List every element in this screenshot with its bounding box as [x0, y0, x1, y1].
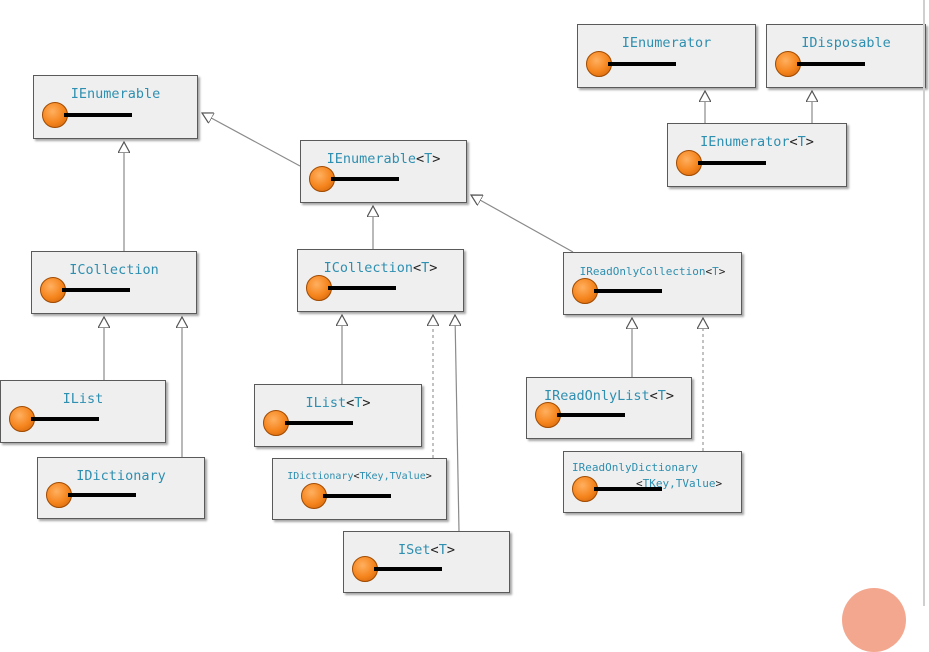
edge-ienumerable-t-to-ienumerable: [202, 113, 301, 167]
member-line: [285, 421, 353, 425]
node-title: IList<T>: [305, 395, 371, 411]
member-row: [263, 410, 363, 436]
member-line: [323, 494, 391, 498]
node-title: IEnumerator: [621, 35, 712, 51]
member-icon: [775, 51, 801, 77]
member-icon: [572, 476, 598, 502]
member-line: [557, 413, 625, 417]
member-line: [374, 567, 442, 571]
node-title: IDictionary<TKey,TValue>: [287, 471, 432, 482]
node-ilist-t[interactable]: IList<T>: [254, 384, 422, 447]
member-line: [62, 288, 130, 292]
node-idictionary-tkey-tvalue[interactable]: IDictionary<TKey,TValue>: [272, 458, 447, 520]
member-icon: [40, 277, 66, 303]
member-icon: [676, 150, 702, 176]
member-row: [676, 150, 776, 176]
member-line: [608, 62, 676, 66]
member-line: [64, 113, 132, 117]
member-line: [331, 177, 399, 181]
node-idisposable[interactable]: IDisposable: [766, 24, 926, 88]
member-line: [797, 62, 865, 66]
node-title: IReadOnlyDictionary <TKey,TValue>: [572, 461, 723, 490]
member-line: [594, 487, 662, 491]
member-row: [572, 476, 672, 502]
node-title: IDisposable: [801, 35, 891, 51]
member-icon: [572, 278, 598, 304]
node-title: ICollection: [69, 262, 159, 278]
node-title: IDictionary: [76, 468, 166, 484]
member-row: [42, 102, 142, 128]
node-icollection-t[interactable]: ICollection<T>: [297, 249, 464, 312]
edge-ireadonlycollection-t-to-ienumerable-t: [471, 195, 574, 253]
node-ilist[interactable]: IList: [0, 380, 166, 443]
node-ienumerator-t[interactable]: IEnumerator<T>: [667, 123, 847, 187]
member-row: [9, 406, 109, 432]
member-row: [586, 51, 686, 77]
member-line: [594, 289, 662, 293]
member-row: [301, 483, 401, 509]
member-row: [775, 51, 875, 77]
node-title: IList: [62, 391, 104, 407]
member-row: [309, 166, 409, 192]
member-line: [68, 493, 136, 497]
member-line: [31, 417, 99, 421]
member-icon: [352, 556, 378, 582]
member-icon: [535, 402, 561, 428]
node-title: ICollection<T>: [323, 260, 438, 276]
member-icon: [9, 406, 35, 432]
node-idictionary[interactable]: IDictionary: [37, 457, 205, 519]
node-ienumerable-t[interactable]: IEnumerable<T>: [300, 140, 467, 203]
member-row: [40, 277, 140, 303]
node-title: IReadOnlyList<T>: [543, 388, 675, 404]
member-icon: [309, 166, 335, 192]
member-row: [46, 482, 146, 508]
node-title: IEnumerator<T>: [700, 134, 814, 150]
node-title: IEnumerable<T>: [326, 151, 441, 167]
node-ireadonlydictionary[interactable]: IReadOnlyDictionary <TKey,TValue>: [563, 451, 742, 513]
node-ireadonlycollection-t[interactable]: IReadOnlyCollection<T>: [563, 252, 742, 315]
node-ienumerator[interactable]: IEnumerator: [577, 24, 756, 88]
member-row: [572, 278, 672, 304]
slide-edge-divider: [923, 0, 925, 606]
member-row: [535, 402, 635, 428]
node-ienumerable[interactable]: IEnumerable: [33, 75, 198, 139]
node-ireadonlylist-t[interactable]: IReadOnlyList<T>: [526, 377, 692, 439]
node-iset-t[interactable]: ISet<T>: [343, 531, 510, 593]
edge-iset-t-to-icollection-t: [455, 315, 459, 532]
decorative-circle: [842, 588, 906, 652]
member-line: [328, 286, 396, 290]
node-title: ISet<T>: [398, 542, 455, 558]
node-icollection[interactable]: ICollection: [31, 251, 197, 314]
member-row: [306, 275, 406, 301]
member-row: [352, 556, 452, 582]
node-title: IEnumerable: [70, 86, 161, 102]
member-line: [698, 161, 766, 165]
node-title: IReadOnlyCollection<T>: [579, 265, 726, 278]
